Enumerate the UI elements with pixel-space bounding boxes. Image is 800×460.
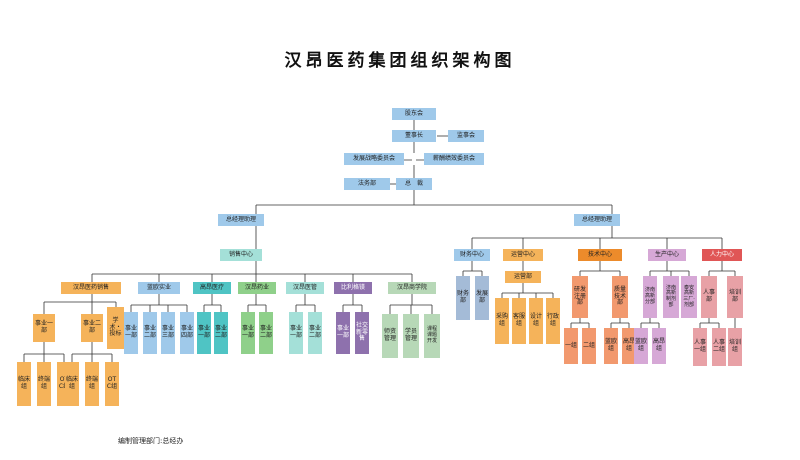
division-hanang-pharma: 汉昂药业 [238,282,276,294]
gaoang-unit-1: 事业一部 [197,312,211,354]
quality-group-lanou: 蓝欧组 [604,328,618,364]
operations-unit-purchasing: 采购组 [495,298,509,344]
hr-group-personnel-1: 人事一组 [693,328,707,366]
yiguan-unit-2: 事业二部 [308,312,322,354]
finance-unit-finance: 财务部 [456,276,470,320]
rd-group-1: 一组 [564,328,578,364]
president-box: 总 裁 [396,178,432,190]
compensation-committee-box: 薪酬绩效委员会 [424,153,484,165]
lanou-unit-2: 事业二部 [143,312,157,354]
footer-note: 编制管理部门:总经办 [118,437,184,445]
quality-group-gaoang: 高昂组 [622,328,636,364]
bili-unit-1: 事业一部 [336,312,350,354]
production-unit-jinan-hitech: 济南高新分部 [643,276,657,318]
production-group-lanou: 蓝欧组 [634,328,648,364]
operations-center-box: 运营中心 [503,249,543,261]
rd-group-2: 二组 [582,328,596,364]
dept2-group-otc: OTC组 [105,362,119,406]
board-of-shareholders-box: 股东会 [392,108,436,120]
right-assistant-box: 总经理助理 [574,214,620,226]
operations-unit-design: 设计组 [529,298,543,344]
hr-unit-training: 培训部 [727,276,743,318]
sales-center-box: 销售中心 [220,249,262,261]
finance-unit-development: 发展部 [475,276,489,320]
division-hanang-management: 汉昂医管 [286,282,324,294]
dept1-group-terminal: 终端组 [37,362,51,406]
yaoye-unit-2: 事业二部 [259,312,273,354]
school-unit-courses: 课程课题开发 [424,314,440,358]
production-group-gaoang: 高昂组 [652,328,666,364]
production-center-box: 生产中心 [648,249,686,261]
hr-unit-personnel: 人事部 [701,276,717,318]
school-unit-students: 学员管理 [403,314,419,358]
operations-unit-admin: 行政组 [546,298,560,344]
division-hanang-sales: 汉昂医药销售 [61,282,121,294]
operations-unit-customer-service: 客服组 [512,298,526,344]
gaoang-unit-2: 事业二部 [214,312,228,354]
chart-title: 汉昂医药集团组织架构图 [284,51,516,71]
lanou-unit-3: 事业三部 [161,312,175,354]
division-lanou: 蓝欧实业 [138,282,180,294]
left-assistant-box: 总经理助理 [218,214,264,226]
tech-unit-rd: 研发注册部 [572,276,588,318]
lanou-unit-4: 事业四部 [180,312,194,354]
sales-unit-dept1: 事业一部 [33,314,55,342]
production-unit-jinan-preparation: 济南高新制剂部 [663,276,679,318]
hr-group-training: 培训组 [728,328,742,366]
tech-unit-quality: 质量技术部 [612,276,628,318]
sales-unit-academic: 学术・投标 [107,307,124,349]
finance-center-box: 财务中心 [454,249,490,261]
hr-center-box: 人力中心 [702,249,742,261]
production-unit-taian: 泰安高新三厂·剂部 [681,276,697,318]
division-business-school: 汉昂商学院 [388,282,436,294]
division-gaoang-medical: 高昂医疗 [193,282,231,294]
sales-unit-dept2: 事业二部 [81,314,103,342]
yaoye-unit-1: 事业一部 [241,312,255,354]
strategy-committee-box: 发展战略委员会 [344,153,404,165]
tech-center-box: 技术中心 [578,249,622,261]
chairman-box: 董事长 [392,130,436,142]
hr-group-personnel-2: 人事二组 [712,328,726,366]
supervisory-board-box: 监事会 [448,130,484,142]
dept1-group-clinical: 临床组 [17,362,31,406]
dept2-group-clinical: 临床组 [65,362,79,406]
dept2-group-terminal: 终端组 [85,362,99,406]
legal-department-box: 法务部 [344,178,390,190]
division-biligemei: 比利格镁 [334,282,372,294]
yiguan-unit-1: 事业一部 [289,312,303,354]
operations-dept-box: 运营部 [505,271,541,283]
lanou-unit-1: 事业一部 [124,312,138,354]
school-unit-faculty: 师资管理 [382,314,398,358]
bili-unit-social-retail: 社交新零售 [355,312,369,354]
